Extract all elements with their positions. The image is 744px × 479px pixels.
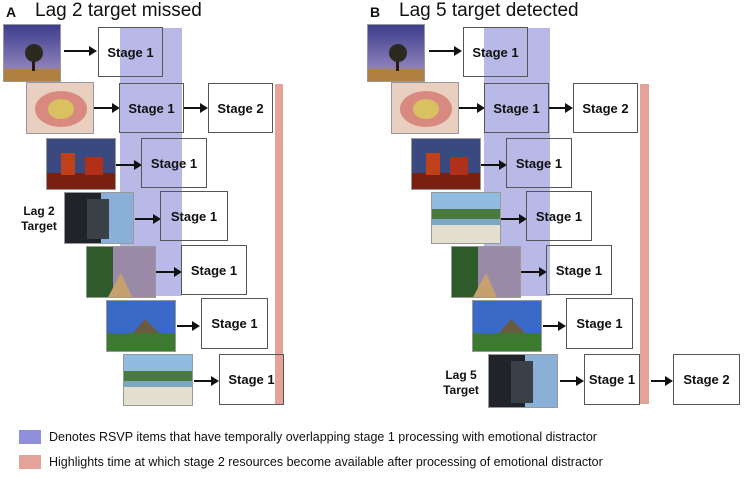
twilight-tree-photo bbox=[3, 24, 61, 82]
stage2-availability-bar-a bbox=[275, 84, 283, 404]
beach-photo bbox=[123, 354, 193, 406]
arrow bbox=[194, 376, 219, 386]
hut-field-photo bbox=[106, 300, 176, 352]
stage1-box: Stage 1 bbox=[141, 138, 207, 188]
stage1-box: Stage 1 bbox=[566, 298, 633, 349]
stage1-box: Stage 1 bbox=[506, 138, 572, 188]
arrow bbox=[521, 267, 547, 277]
lag-label-line: Lag 2 bbox=[23, 204, 55, 218]
forest-path-photo bbox=[86, 246, 156, 298]
stage2-availability-bar-b bbox=[640, 84, 649, 404]
arrow bbox=[459, 103, 485, 113]
arrow bbox=[156, 267, 182, 277]
panel-b-letter: B bbox=[370, 4, 381, 20]
stage2-box: Stage 2 bbox=[208, 83, 273, 133]
arrow bbox=[64, 46, 97, 56]
arrow bbox=[135, 214, 161, 224]
city-tower-photo bbox=[488, 354, 558, 408]
arrow bbox=[651, 376, 673, 386]
arrow bbox=[549, 103, 573, 113]
stage2-box: Stage 2 bbox=[573, 83, 638, 133]
stage2-box: Stage 2 bbox=[673, 354, 740, 405]
arrow bbox=[501, 214, 527, 224]
lag5-target-label: Lag 5 Target bbox=[436, 368, 486, 398]
lag-label-line: Lag 5 bbox=[445, 368, 477, 382]
legend-blue-text: Denotes RSVP items that have temporally … bbox=[49, 430, 597, 444]
legend-red-swatch bbox=[19, 455, 41, 469]
hut-field-photo bbox=[472, 300, 542, 352]
stage1-box: Stage 1 bbox=[201, 298, 268, 349]
panel-b-title: Lag 5 target detected bbox=[399, 0, 579, 21]
stage1-box: Stage 1 bbox=[584, 354, 640, 405]
stage1-box: Stage 1 bbox=[484, 83, 549, 133]
arrow bbox=[543, 321, 566, 331]
arrow bbox=[184, 103, 208, 113]
stage1-box: Stage 1 bbox=[463, 27, 528, 77]
arrow bbox=[429, 46, 462, 56]
injured-foot-photo bbox=[391, 82, 459, 134]
stage1-box: Stage 1 bbox=[526, 191, 592, 241]
beach-photo bbox=[431, 192, 501, 244]
arrow bbox=[481, 160, 507, 170]
legend-blue-swatch bbox=[19, 430, 41, 444]
twilight-tree-photo bbox=[367, 24, 425, 82]
stage1-box: Stage 1 bbox=[98, 27, 163, 77]
city-tower-photo bbox=[64, 192, 134, 244]
panel-a-letter: A bbox=[6, 4, 17, 20]
stage1-box: Stage 1 bbox=[546, 245, 612, 295]
red-rock-photo bbox=[411, 138, 481, 190]
legend-red-text: Highlights time at which stage 2 resourc… bbox=[49, 455, 603, 469]
stage1-box: Stage 1 bbox=[219, 354, 284, 405]
arrow bbox=[177, 321, 200, 331]
forest-path-photo bbox=[451, 246, 521, 298]
stage1-box: Stage 1 bbox=[119, 83, 184, 133]
lag-label-line: Target bbox=[443, 383, 479, 397]
panel-a-title: Lag 2 target missed bbox=[35, 0, 202, 21]
stage1-box: Stage 1 bbox=[181, 245, 247, 295]
arrow bbox=[116, 160, 142, 170]
injured-foot-photo bbox=[26, 82, 94, 134]
lag-label-line: Target bbox=[21, 219, 57, 233]
arrow bbox=[560, 376, 584, 386]
lag2-target-label: Lag 2 Target bbox=[14, 204, 64, 234]
stage1-box: Stage 1 bbox=[160, 191, 228, 241]
arrow bbox=[94, 103, 120, 113]
red-rock-photo bbox=[46, 138, 116, 190]
